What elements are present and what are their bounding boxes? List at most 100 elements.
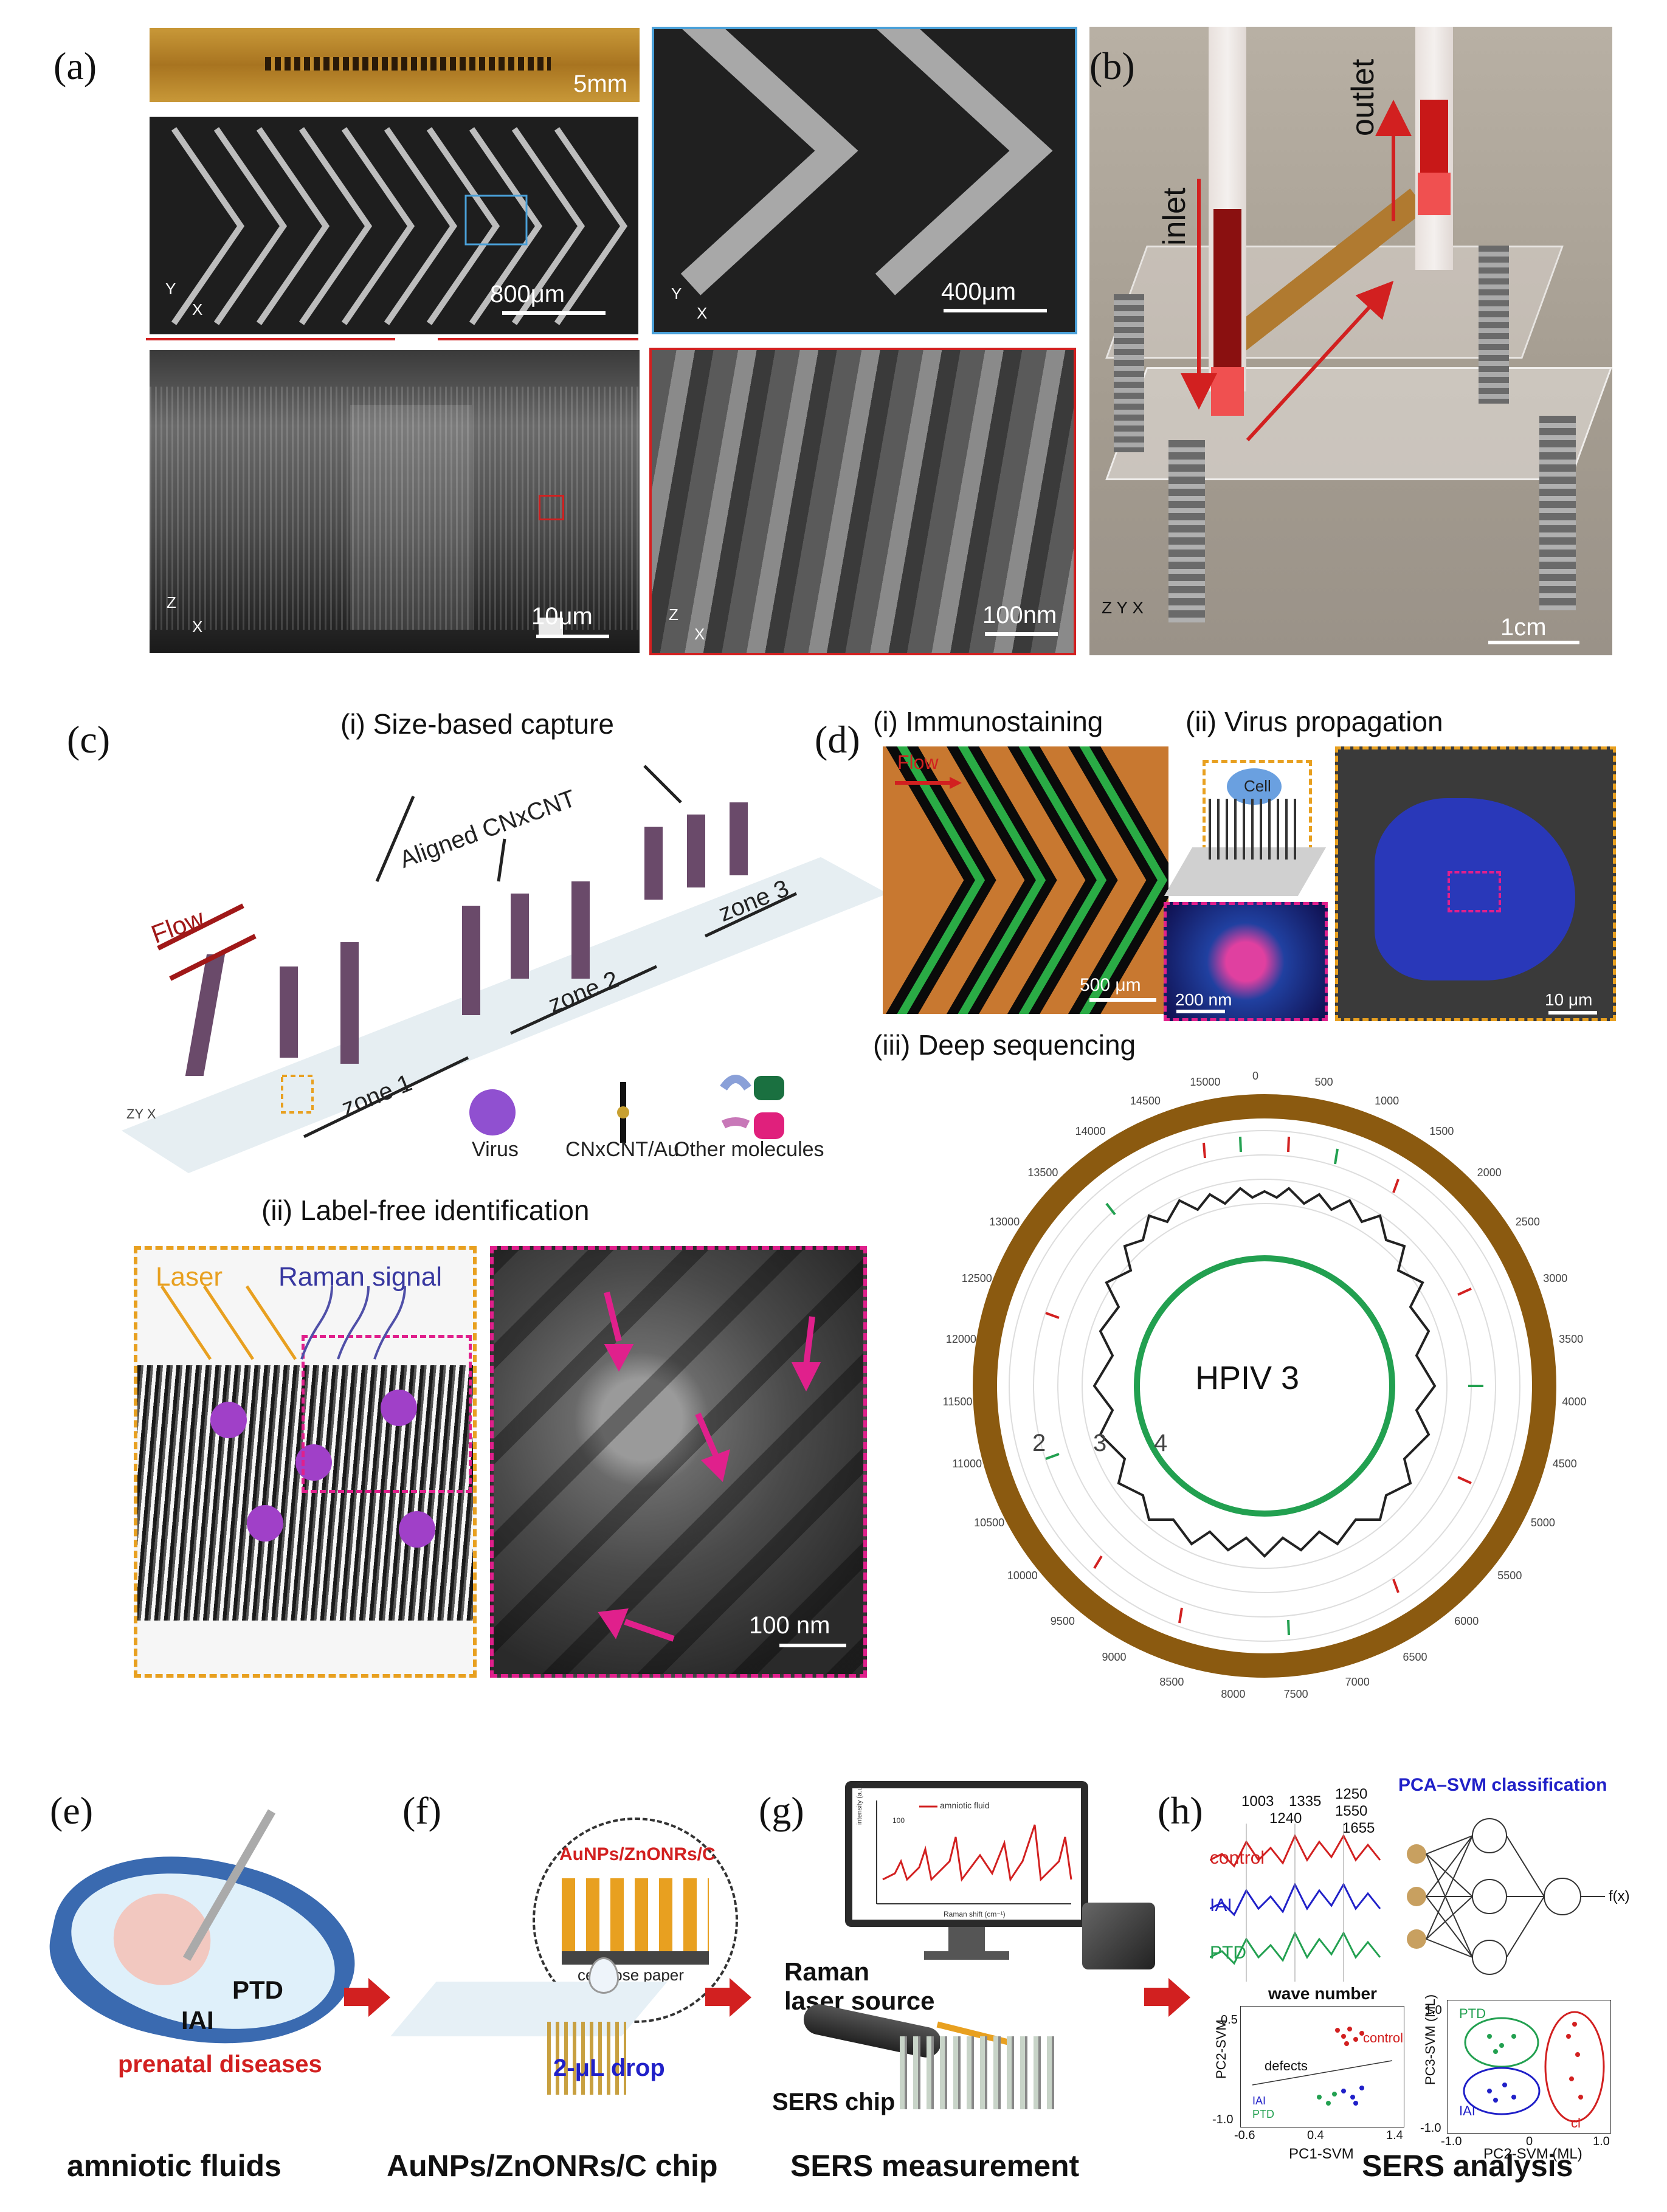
scale-label-100nm: 100 nm — [749, 1612, 830, 1639]
drop-icon — [588, 1957, 619, 1994]
legend-virus: Virus — [472, 1138, 519, 1161]
x-axis-label: Raman shift (cm⁻¹) — [944, 1910, 1006, 1918]
axis-label: ZY X — [126, 1106, 156, 1122]
panel-f-letter: (f) — [402, 1789, 441, 1832]
scatter-plot-left — [1240, 2006, 1404, 2128]
iai-label: IAI — [181, 2006, 214, 2035]
legend-cnt: CNxCNT/Au — [565, 1138, 680, 1161]
sers-chip-illustration — [900, 2036, 1058, 2109]
pca-svm-title: PCA–SVM classification — [1398, 1775, 1607, 1795]
ring-tick-label: 3500 — [1559, 1332, 1584, 1345]
subtitle-c-ii: (ii) Label-free identification — [261, 1194, 590, 1226]
legend-other: Other molecules — [674, 1138, 824, 1161]
ptd-label: PTD — [232, 1976, 283, 2004]
scale-bar-100nm — [985, 632, 1058, 636]
deep-sequencing-circos — [973, 1094, 1556, 1678]
panel-d-letter: (d) — [815, 718, 860, 761]
cell-label: Cell — [1244, 777, 1271, 795]
sem-cell-image: 10 μm — [1335, 746, 1616, 1021]
right-label-iai: IAI — [1459, 2103, 1475, 2118]
connector-line — [146, 338, 395, 340]
axis-x-label: X — [1132, 598, 1144, 617]
ring-tick-label: 8000 — [1221, 1688, 1246, 1701]
connector-line — [438, 338, 638, 340]
scale-label-200nm: 200 nm — [1175, 990, 1232, 1009]
scale-label: 100 — [892, 1816, 905, 1825]
left-xtick: 0.4 — [1307, 2129, 1324, 2142]
peak-1550: 1550 — [1335, 1803, 1368, 1819]
peak-1250: 1250 — [1335, 1786, 1368, 1802]
axis-z-label: Z — [669, 605, 678, 624]
caption-e: amniotic fluids — [67, 2149, 281, 2183]
panel-c-letter: (c) — [67, 718, 111, 761]
subtitle-d-ii: (ii) Virus propagation — [1186, 706, 1443, 737]
chip-illustration — [547, 2022, 626, 2095]
device-photo: inlet outlet Z Y X 1cm — [1089, 27, 1612, 655]
legend-label: amniotic fluid — [940, 1800, 990, 1810]
y-axis-label: intensity (a.u.) — [856, 1782, 863, 1825]
scale-label-400um: 400μm — [941, 278, 1016, 305]
inlet-label: inlet — [1157, 187, 1192, 246]
wave-number-label: wave number — [1268, 1984, 1377, 2003]
ring-tick-label: 14000 — [1075, 1125, 1106, 1138]
peak-1335: 1335 — [1289, 1793, 1322, 1810]
panel-b-letter: (b) — [1089, 44, 1135, 88]
ring-tick-label: 7500 — [1283, 1688, 1308, 1701]
ring-tick-label: 2000 — [1477, 1166, 1502, 1179]
scale-label-100nm: 100nm — [982, 602, 1057, 629]
raman-schematic: Laser Raman signal — [134, 1246, 477, 1678]
ring-tick-label: 8500 — [1159, 1675, 1184, 1688]
left-label-control: control — [1363, 2030, 1404, 2045]
ring-tick-label: 13000 — [989, 1216, 1020, 1228]
scale-label-5mm: 5mm — [573, 71, 627, 97]
row-control: control — [1210, 1848, 1265, 1868]
caption-f: AuNPs/ZnONRs/C chip — [387, 2149, 718, 2183]
flow-arrow-head — [368, 1978, 390, 2017]
axis-x-label: X — [192, 618, 203, 636]
detector-camera-icon — [1082, 1903, 1155, 1969]
axis-label: Z Y X — [1102, 598, 1144, 618]
axis-y-label: Y — [671, 284, 682, 303]
track-number-2: 2 — [1032, 1430, 1046, 1456]
ring-tick-label: 1000 — [1375, 1095, 1400, 1108]
left-label-iai: IAI — [1252, 2095, 1266, 2107]
drop-label: 2-μL drop — [553, 2055, 665, 2081]
raman-signal-label: Raman signal — [278, 1262, 443, 1292]
monitor-base — [924, 1951, 1009, 1960]
left-y-axis-label: PC2-SVM — [1213, 2019, 1229, 2079]
scale-bar-1cm — [1488, 641, 1579, 644]
peak-1003: 1003 — [1241, 1793, 1274, 1810]
axis-x-label: X — [147, 1106, 156, 1122]
sers-chip-label: SERS chip — [772, 2089, 896, 2115]
scale-label-10um: 10μm — [531, 603, 593, 630]
ring-tick-label: 1500 — [1429, 1125, 1454, 1138]
ring-tick-label: 2500 — [1515, 1216, 1540, 1228]
ring-tick-label: 9500 — [1050, 1614, 1075, 1627]
panel-e-letter: (e) — [50, 1789, 94, 1832]
outlet-label: outlet — [1345, 58, 1381, 136]
ring-tick-label: 13500 — [1027, 1166, 1058, 1179]
axis-x-label: X — [694, 625, 705, 643]
row-ptd: PTD — [1210, 1943, 1246, 1963]
right-x-axis-label: PC2-SVM (ML) — [1483, 2146, 1582, 2162]
ring-tick-label: 11500 — [942, 1395, 973, 1408]
flow-arrow-head — [730, 1978, 751, 2017]
scale-label-800um: 800μm — [490, 281, 565, 308]
flow-arrow — [1144, 1988, 1171, 2006]
spectra-plot — [1210, 1824, 1381, 1982]
subtitle-c-i: (i) Size-based capture — [340, 708, 614, 740]
left-x-axis-label: PC1-SVM — [1289, 2146, 1354, 2162]
caption-h: SERS analysis — [1362, 2149, 1573, 2183]
left-label-defects: defects — [1265, 2058, 1308, 2073]
ring-tick-label: 4000 — [1562, 1395, 1587, 1408]
monitor-stand — [948, 1927, 985, 1951]
device-strip-photo: 5mm — [150, 28, 640, 102]
axis-y-label: Y — [165, 280, 176, 298]
ring-tick-label: 500 — [1314, 1076, 1333, 1089]
scale-bar-100nm — [779, 1644, 846, 1647]
sem-cnt-forest: Z X 10μm — [150, 350, 640, 653]
peak-1240: 1240 — [1269, 1810, 1302, 1827]
ring-tick-label: 15000 — [1190, 1076, 1221, 1089]
scale-label-500um: 500 μm — [1080, 975, 1141, 995]
scale-label-1cm: 1cm — [1500, 614, 1547, 641]
